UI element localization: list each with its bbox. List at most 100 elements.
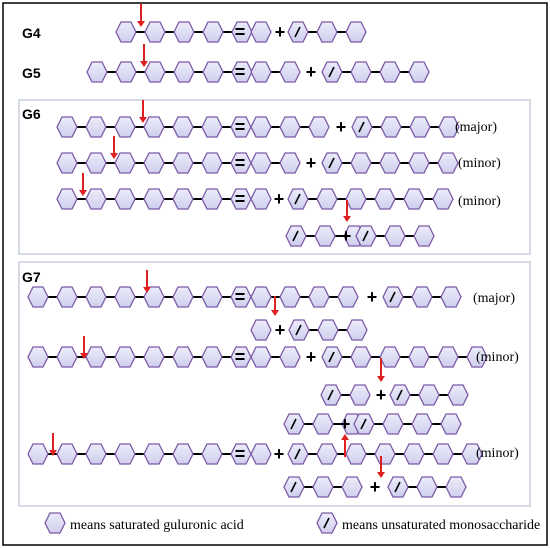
guluronic-acid-unit <box>337 286 359 308</box>
plus-sign: + <box>376 385 387 405</box>
label-g6: G6 <box>22 106 41 122</box>
guluronic-acid-unit <box>345 188 367 210</box>
unsaturation-slash <box>328 157 335 169</box>
guluronic-acid-unit <box>345 21 367 43</box>
guluronic-acid-unit <box>144 61 166 83</box>
plus-sign: + <box>367 287 378 307</box>
guluronic-acid-unit <box>250 286 272 308</box>
guluronic-acid-unit <box>350 346 372 368</box>
guluronic-acid-unit <box>466 346 488 368</box>
label-g5: G5 <box>22 65 41 81</box>
guluronic-acid-unit <box>85 152 107 174</box>
g6-row3-note: (minor) <box>458 194 501 209</box>
guluronic-acid-unit <box>85 188 107 210</box>
cleavage-arrows <box>49 4 385 478</box>
guluronic-acid-unit <box>201 152 223 174</box>
guluronic-acid-unit <box>350 152 372 174</box>
plus-sign: + <box>341 226 352 246</box>
guluronic-acid-unit <box>279 61 301 83</box>
equals-sign: = <box>235 62 246 82</box>
guluronic-acid-unit <box>114 346 136 368</box>
guluronic-acid-unit <box>314 225 336 247</box>
guluronic-acid-unit <box>440 286 462 308</box>
guluronic-acid-unit <box>250 443 272 465</box>
label-g7: G7 <box>22 269 41 285</box>
g7-row1-note: (major) <box>473 291 515 306</box>
legend-saturated-text: means saturated guluronic acid <box>70 518 244 533</box>
guluronic-acid-unit <box>316 21 338 43</box>
cleavage-arrow <box>140 61 148 67</box>
cleavage-arrow <box>139 117 147 123</box>
unsaturation-slash <box>389 291 396 303</box>
equation-symbols: =+=+=+=+=++=++=++=+++ <box>235 22 387 497</box>
guluronic-acid-unit <box>432 188 454 210</box>
guluronic-acid-unit <box>279 116 301 138</box>
unsaturation-slash <box>290 418 297 430</box>
guluronic-acid-unit <box>345 443 367 465</box>
guluronic-acid-unit <box>279 152 301 174</box>
guluronic-acid-unit <box>250 152 272 174</box>
guluronic-acid-unit <box>380 116 402 138</box>
guluronic-acid-unit <box>308 116 330 138</box>
plus-sign: + <box>306 62 317 82</box>
guluronic-acid-unit <box>416 476 438 498</box>
guluronic-acid-unit <box>201 188 223 210</box>
guluronic-acid-unit <box>403 443 425 465</box>
cleavage-arrow <box>343 216 351 222</box>
guluronic-acid-unit <box>56 116 78 138</box>
guluronic-acid-unit <box>201 346 223 368</box>
cleavage-arrow <box>377 472 385 478</box>
guluronic-acid-unit <box>85 346 107 368</box>
plus-sign: + <box>306 153 317 173</box>
guluronic-acid-unit <box>408 152 430 174</box>
legend-unsaturated-text: means unsaturated monosaccharide <box>342 518 540 533</box>
g6-row2-note: (minor) <box>458 156 501 171</box>
equals-sign: = <box>235 117 246 137</box>
guluronic-acid-unit <box>114 286 136 308</box>
g6-box <box>18 99 531 255</box>
cleavage-arrow <box>143 287 151 293</box>
guluronic-acid-unit <box>27 443 49 465</box>
plus-sign: + <box>275 22 286 42</box>
guluronic-acid-unit <box>143 116 165 138</box>
guluronic-acid-unit <box>317 319 339 341</box>
guluronic-acid-unit <box>201 286 223 308</box>
guluronic-acid-unit <box>56 152 78 174</box>
guluronic-acid-unit <box>316 188 338 210</box>
guluronic-acid-unit <box>172 188 194 210</box>
guluronic-acid-unit <box>173 21 195 43</box>
unsaturation-slash <box>294 193 301 205</box>
guluronic-acid-unit <box>201 116 223 138</box>
cleavage-arrow <box>80 353 88 359</box>
cleavage-arrow <box>79 190 87 196</box>
unsaturation-slash <box>294 26 301 38</box>
unsaturation-slash <box>327 389 334 401</box>
plus-sign: + <box>274 189 285 209</box>
guluronic-acid-unit <box>115 61 137 83</box>
guluronic-acid-unit <box>432 443 454 465</box>
guluronic-acid-unit <box>201 443 223 465</box>
plus-sign: + <box>340 414 351 434</box>
guluronic-acid-unit <box>374 188 396 210</box>
unsaturation-slash <box>323 517 330 529</box>
unsaturation-slash <box>358 121 365 133</box>
guluronic-acid-unit <box>173 61 195 83</box>
guluronic-acid-unit <box>250 61 272 83</box>
plus-sign: + <box>336 117 347 137</box>
plus-sign: + <box>370 477 381 497</box>
guluronic-acid-unit <box>403 188 425 210</box>
guluronic-acid-unit <box>379 61 401 83</box>
guluronic-acid-unit <box>379 346 401 368</box>
unsaturation-slash <box>394 481 401 493</box>
guluronic-acid-unit <box>379 152 401 174</box>
guluronic-acid-unit <box>408 61 430 83</box>
legend-saturated-hexagon <box>44 512 66 534</box>
bond-lines <box>48 31 467 488</box>
guluronic-acid-unit <box>413 225 435 247</box>
guluronic-acid-unit <box>114 116 136 138</box>
unsaturation-slash <box>396 389 403 401</box>
plus-sign: + <box>275 320 286 340</box>
guluronic-acid-unit <box>461 443 483 465</box>
